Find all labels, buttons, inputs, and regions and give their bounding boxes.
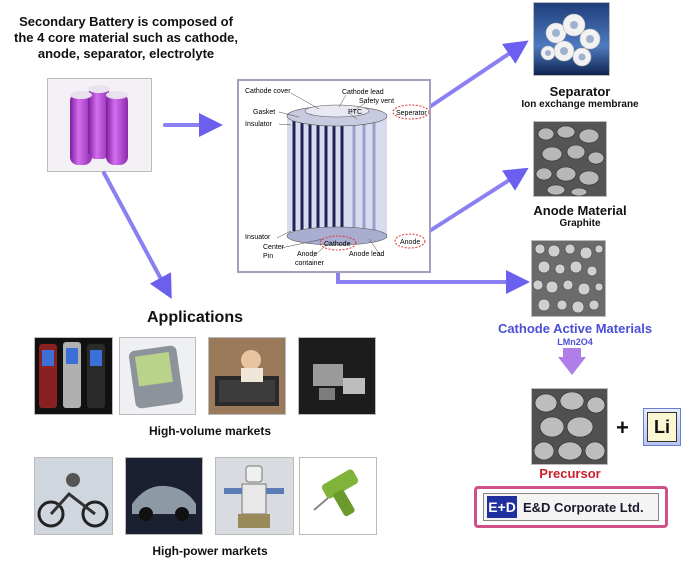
logo-inner-frame: E+D E&D Corporate Ltd.	[483, 493, 659, 521]
cathode-material-title: Cathode Active Materials	[497, 321, 653, 336]
anode-material-subtitle: Graphite	[559, 218, 601, 229]
separator-title: Separator	[549, 84, 611, 99]
label-anode-lead: Anode lead	[349, 251, 385, 258]
power-tools-image	[298, 337, 376, 415]
anode-material-title: Anode Material	[533, 203, 627, 218]
label-gasket: Gasket	[253, 109, 275, 116]
label-cathode-cover: Cathode cover	[245, 88, 291, 95]
laptop-image	[208, 337, 286, 415]
label-anode: Anode	[400, 239, 420, 246]
logo-text: E&D Corporate Ltd.	[523, 499, 644, 515]
intro-text: Secondary Battery is composed of the 4 c…	[6, 14, 246, 62]
label-insulator-top: Insulator	[245, 121, 273, 128]
pda-image	[119, 337, 196, 415]
cordless-drill-image	[299, 457, 377, 535]
high-volume-markets-label: High-volume markets	[148, 424, 272, 438]
label-ptc: PTC	[348, 109, 362, 116]
label-insulator-bottom: Insuator	[245, 234, 271, 241]
intro-line-3: anode, separator, electrolyte	[37, 46, 215, 61]
label-center-pin-1: Center	[263, 244, 285, 251]
precursor-image	[531, 388, 608, 465]
separator-subtitle: Ion exchange membrane	[521, 99, 639, 110]
cathode-material-image	[531, 240, 606, 317]
intro-line-2: the 4 core material such as cathode,	[14, 30, 238, 45]
label-safety-vent: Safety vent	[359, 98, 394, 105]
precursor-title: Precursor	[539, 466, 601, 481]
lithium-label: Li	[647, 412, 677, 442]
plus-sign: +	[616, 415, 629, 440]
electric-tricycle-image	[34, 457, 113, 535]
label-cathode-lead: Cathode lead	[342, 89, 384, 96]
lithium-tile: Li	[643, 408, 681, 446]
label-center-pin-2: Pin	[263, 253, 273, 260]
label-anode-container-1: Anode	[297, 251, 317, 258]
label-separator: Seperator	[396, 110, 427, 117]
battery-cells-image	[47, 78, 152, 172]
logo-mark: E+D	[487, 496, 517, 518]
applications-title: Applications	[146, 309, 243, 326]
electric-car-image	[125, 457, 203, 535]
separator-image	[533, 2, 610, 76]
cathode-material-subtitle: LMn2O4	[557, 337, 593, 347]
anode-material-image	[533, 121, 607, 197]
robot-image	[215, 457, 294, 535]
label-cathode: Cathode	[324, 241, 351, 248]
intro-line-1: Secondary Battery is composed of	[19, 14, 233, 29]
battery-cross-section-diagram: Cathode cover Cathode lead Safety vent G…	[237, 79, 431, 273]
label-anode-container-2: container	[295, 260, 324, 267]
company-logo: E+D E&D Corporate Ltd.	[474, 486, 668, 528]
high-power-markets-label: High-power markets	[152, 544, 268, 558]
mobile-phones-image	[34, 337, 113, 415]
